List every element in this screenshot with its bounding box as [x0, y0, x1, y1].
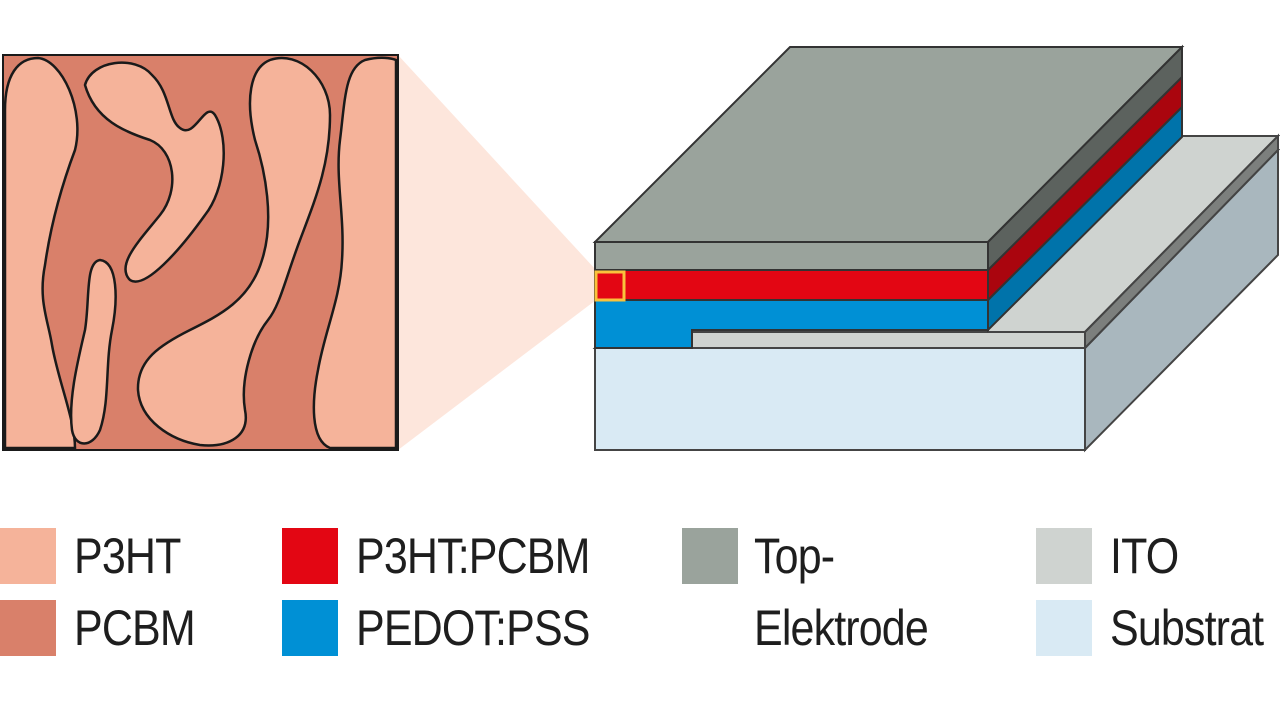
- legend-label-pcbm: PCBM: [74, 600, 196, 656]
- legend-label-p3ht-pcbm: P3HT:PCBM: [356, 528, 590, 584]
- p3ht-domain-4: [312, 56, 398, 450]
- p3ht-domain-2: [83, 61, 225, 283]
- legend-label-p3ht: P3HT: [74, 528, 181, 584]
- legend-swatch-p3ht-pcbm: [282, 528, 338, 584]
- p3ht-domain-3: [136, 56, 332, 447]
- substrate-front: [594, 347, 1086, 451]
- top-electrode-front: [594, 241, 989, 271]
- legend-swatch-p3ht: [0, 528, 56, 584]
- diagram-canvas: [2, 44, 1280, 453]
- zoom-highlight-box: [594, 270, 626, 302]
- legend-swatch-top-electrode: [682, 528, 738, 584]
- ito-front: [691, 331, 1086, 349]
- active-layer-front: [594, 269, 989, 301]
- legend-label-top-electrode-line1: Top-: [754, 528, 835, 584]
- p3ht-domain-1: [3, 56, 79, 450]
- top-electrode-side: [987, 44, 1183, 273]
- p3ht-domain-5: [69, 258, 117, 445]
- zoom-cone: [398, 55, 596, 450]
- legend-swatch-pcbm: [0, 600, 56, 656]
- legend-swatch-ito: [1036, 528, 1092, 584]
- legend-label-pedot-pss: PEDOT:PSS: [356, 600, 590, 656]
- legend-label-top-electrode-line2: Elektrode: [754, 600, 929, 656]
- morphology-panel: [2, 54, 399, 451]
- legend-label-substrate: Substrat: [1110, 600, 1264, 656]
- legend-label-ito: ITO: [1110, 528, 1179, 584]
- legend-swatch-pedot-pss: [282, 600, 338, 656]
- device-stack: [592, 44, 1280, 453]
- legend-swatch-substrate: [1036, 600, 1092, 656]
